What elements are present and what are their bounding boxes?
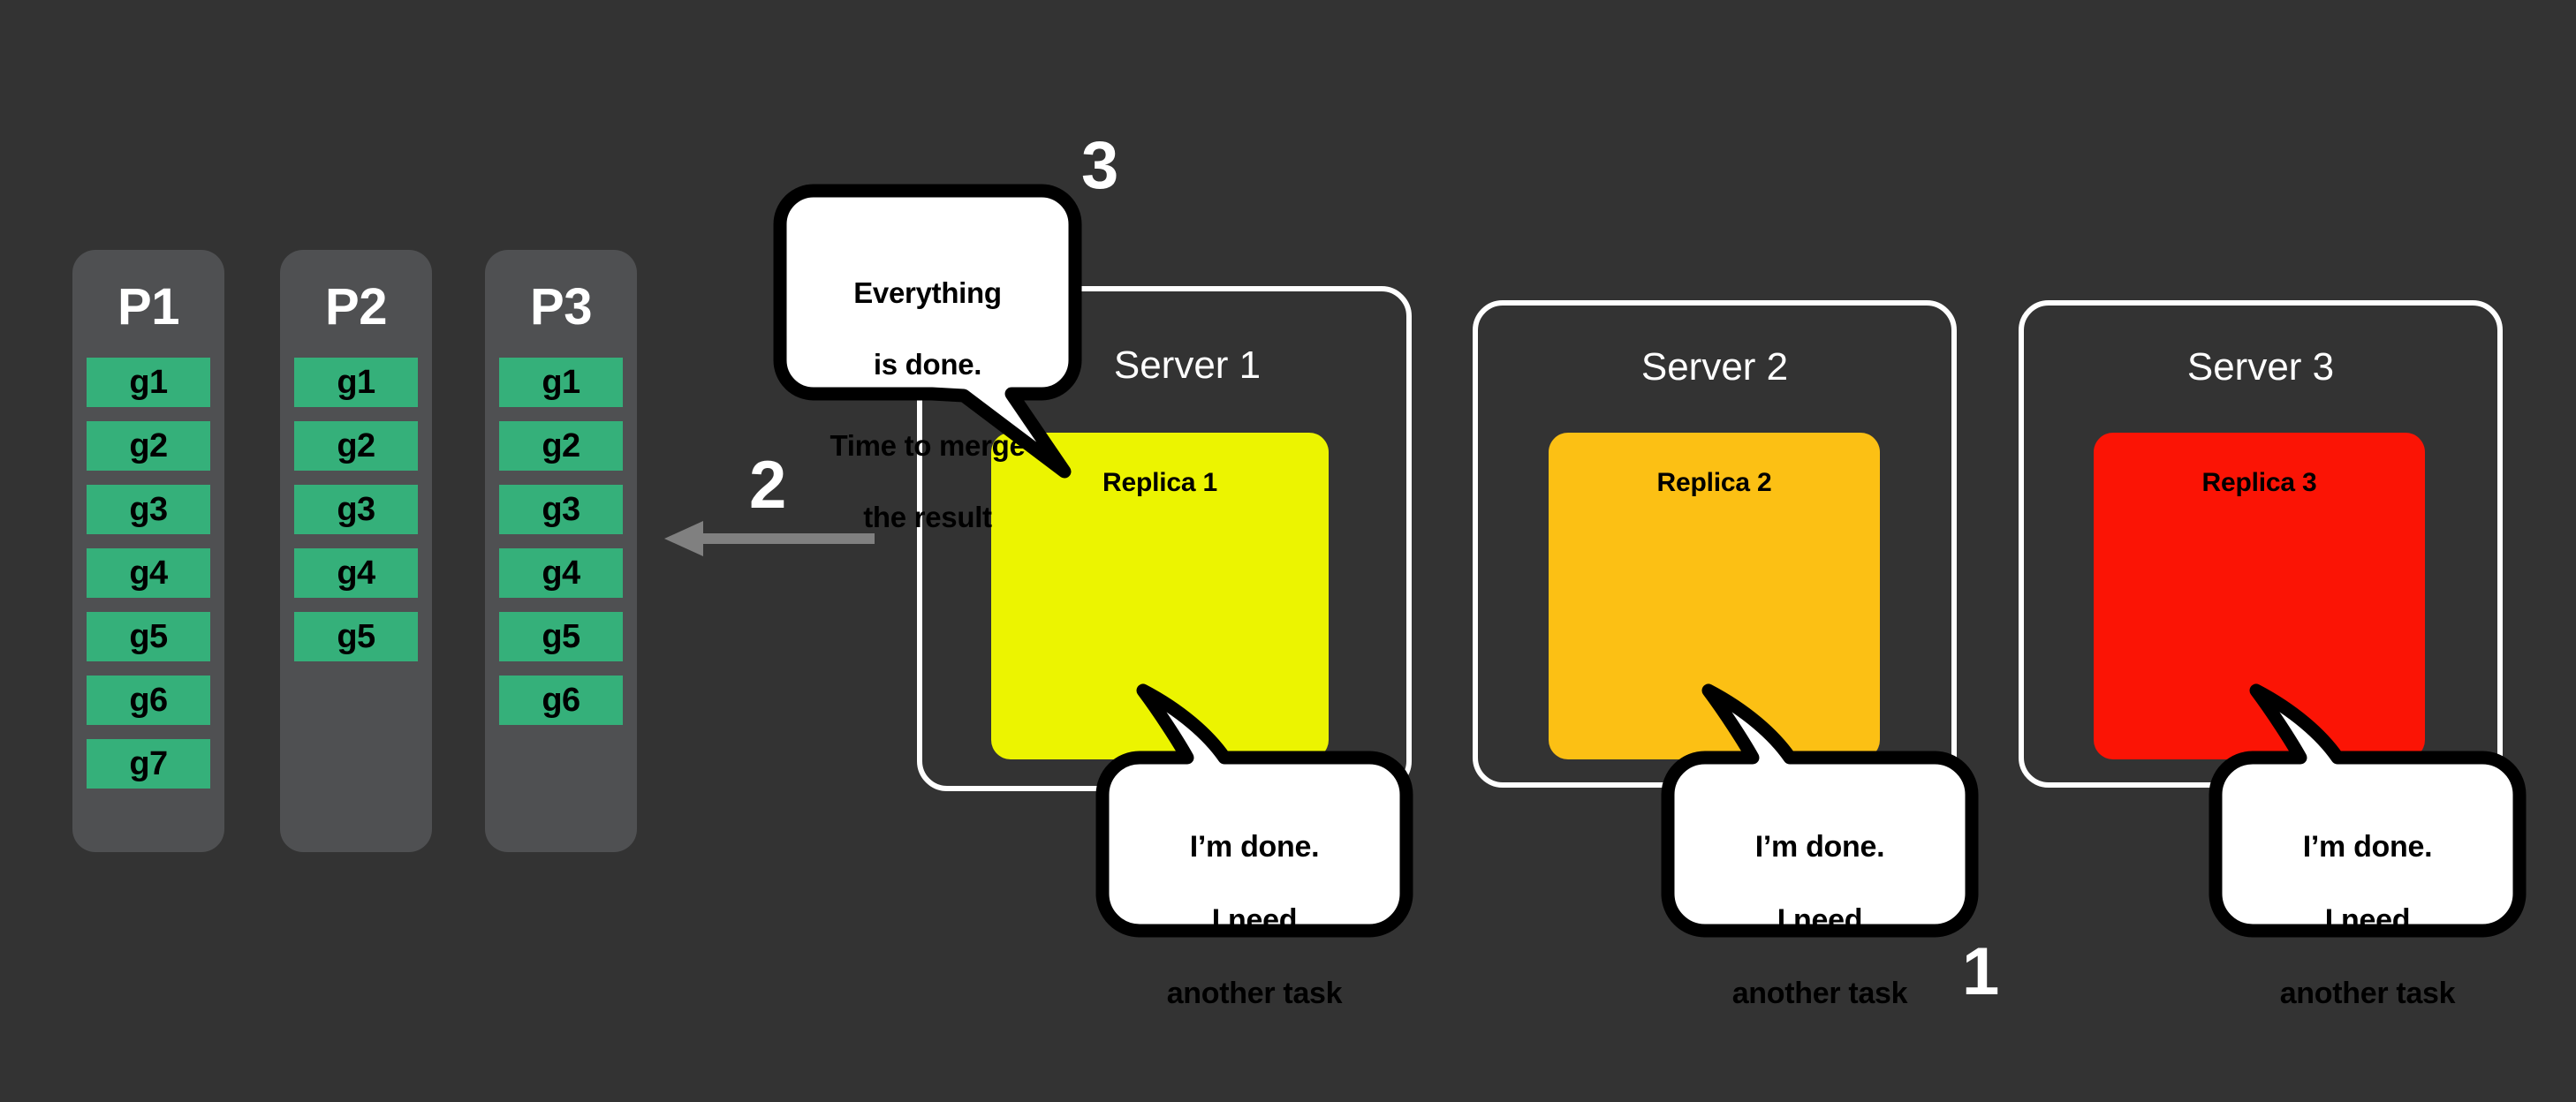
partition-block: g6: [499, 676, 623, 725]
done-bubble-line-1: I’m done.: [1754, 830, 1885, 864]
server-1-speech-bubble: I’m done. I need another task: [1095, 671, 1413, 1010]
server-title-1: Server 1: [1087, 346, 1288, 385]
partition-block: g4: [87, 548, 210, 598]
server-1-bubble-text: I’m done. I need another task: [1102, 793, 1406, 1013]
done-bubble-line-2: I need: [1777, 903, 1863, 938]
done-bubble-shape-1: [1095, 683, 1413, 938]
partition-block: g1: [294, 358, 418, 407]
merge-bubble-text: Everything is done. Time to merge the re…: [780, 240, 1075, 535]
server-3-bubble-text: I’m done. I need another task: [2216, 793, 2519, 1013]
partition-title: P3: [530, 278, 592, 336]
partition-column-p1: P1 g1 g2 g3 g4 g5 g6 g7: [72, 250, 224, 852]
done-bubble-line-2: I need: [1211, 903, 1298, 938]
replica-label: Replica 2: [1656, 468, 1772, 497]
partition-block: g4: [294, 548, 418, 598]
server-title-2: Server 2: [1640, 345, 1789, 389]
merge-bubble-line-4: the result: [863, 500, 992, 533]
done-bubble-shape-2: [1661, 683, 1979, 938]
merge-speech-bubble: Everything is done. Time to merge the re…: [746, 184, 1100, 533]
partition-block-list: g1 g2 g3 g4 g5 g6 g7: [72, 358, 224, 824]
done-bubble-line-1: I’m done.: [2302, 830, 2433, 864]
server-3-speech-bubble: I’m done. I need another task: [2209, 671, 2527, 1010]
done-bubble-line-1: I’m done.: [1189, 830, 1320, 864]
step-number-1: 1: [1962, 934, 2000, 1009]
merge-bubble-line-1: Everything: [853, 276, 1002, 310]
partition-block: g5: [294, 612, 418, 661]
server-2-speech-bubble: I’m done. I need another task: [1661, 671, 1979, 1010]
server-title-3: Server 3: [2186, 345, 2335, 389]
done-bubble-shape-3: [2209, 683, 2527, 938]
partition-block: g5: [499, 612, 623, 661]
merge-bubble-line-3: Time to merge: [830, 429, 1026, 463]
partition-block: g2: [499, 421, 623, 471]
partition-block-list: g1 g2 g3 g4 g5: [280, 358, 432, 697]
replica-label: Replica 1: [1102, 468, 1217, 497]
partition-block: g3: [87, 485, 210, 534]
merge-bubble-shape: [773, 184, 1082, 479]
partition-column-p2: P2 g1 g2 g3 g4 g5: [280, 250, 432, 852]
step-number-3: 3: [1081, 128, 1119, 203]
partition-block: g1: [499, 358, 623, 407]
arrow-left-icon: [664, 521, 875, 556]
done-bubble-line-3: another task: [2279, 977, 2456, 1011]
step-number-2: 2: [749, 448, 787, 523]
partition-block: g2: [294, 421, 418, 471]
partition-column-p3: P3 g1 g2 g3 g4 g5 g6: [485, 250, 637, 852]
partition-block: g5: [87, 612, 210, 661]
partition-title: P2: [325, 278, 387, 336]
partition-block: g3: [294, 485, 418, 534]
merge-bubble-line-2: is done.: [873, 347, 982, 381]
partition-block: g4: [499, 548, 623, 598]
partition-block: g7: [87, 739, 210, 789]
partition-block: g6: [87, 676, 210, 725]
done-bubble-line-2: I need: [2324, 903, 2411, 938]
partition-block: g1: [87, 358, 210, 407]
server-2-bubble-text: I’m done. I need another task: [1668, 793, 1972, 1013]
partition-block: g2: [87, 421, 210, 471]
partition-block-list: g1 g2 g3 g4 g5 g6: [485, 358, 637, 760]
partition-block: g3: [499, 485, 623, 534]
partition-title: P1: [117, 278, 179, 336]
merge-arrow: [663, 517, 875, 560]
replica-label: Replica 3: [2201, 468, 2317, 497]
done-bubble-line-3: another task: [1166, 977, 1343, 1011]
done-bubble-line-3: another task: [1731, 977, 1908, 1011]
